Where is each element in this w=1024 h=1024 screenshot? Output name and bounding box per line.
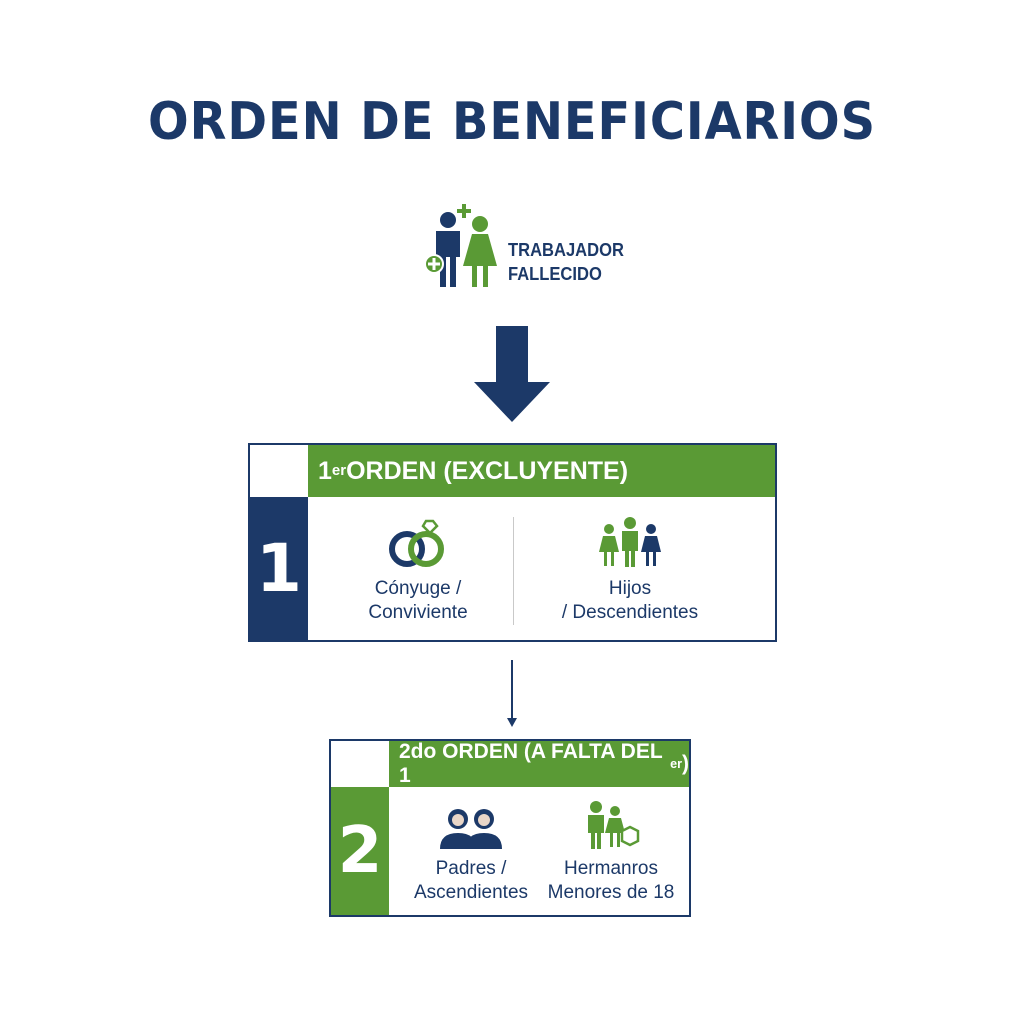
worker-label: TRABAJADOR FALLECIDO (508, 240, 624, 284)
parents-icon (440, 809, 502, 849)
parents-item: Padres / Ascendientes (401, 803, 541, 905)
children-item: Hijos / Descendientes (540, 515, 720, 625)
family-icon (599, 517, 661, 567)
page-title: ORDEN DE BENEFICIARIOS (148, 92, 876, 152)
first-order-number: 1 (250, 497, 308, 640)
couple-icon (424, 204, 497, 287)
second-order-number: 2 (331, 787, 389, 915)
spouse-item: Cónyuge / Conviviente (338, 515, 498, 625)
down-arrow-icon (474, 326, 550, 422)
deceased-worker: TRABAJADOR FALLECIDO (420, 200, 640, 295)
siblings-icon (588, 801, 640, 849)
item-divider (513, 517, 514, 625)
rings-icon (389, 519, 444, 567)
siblings-item: Hermanros Menores de 18 (541, 799, 681, 905)
thin-down-arrow-icon (507, 660, 517, 727)
